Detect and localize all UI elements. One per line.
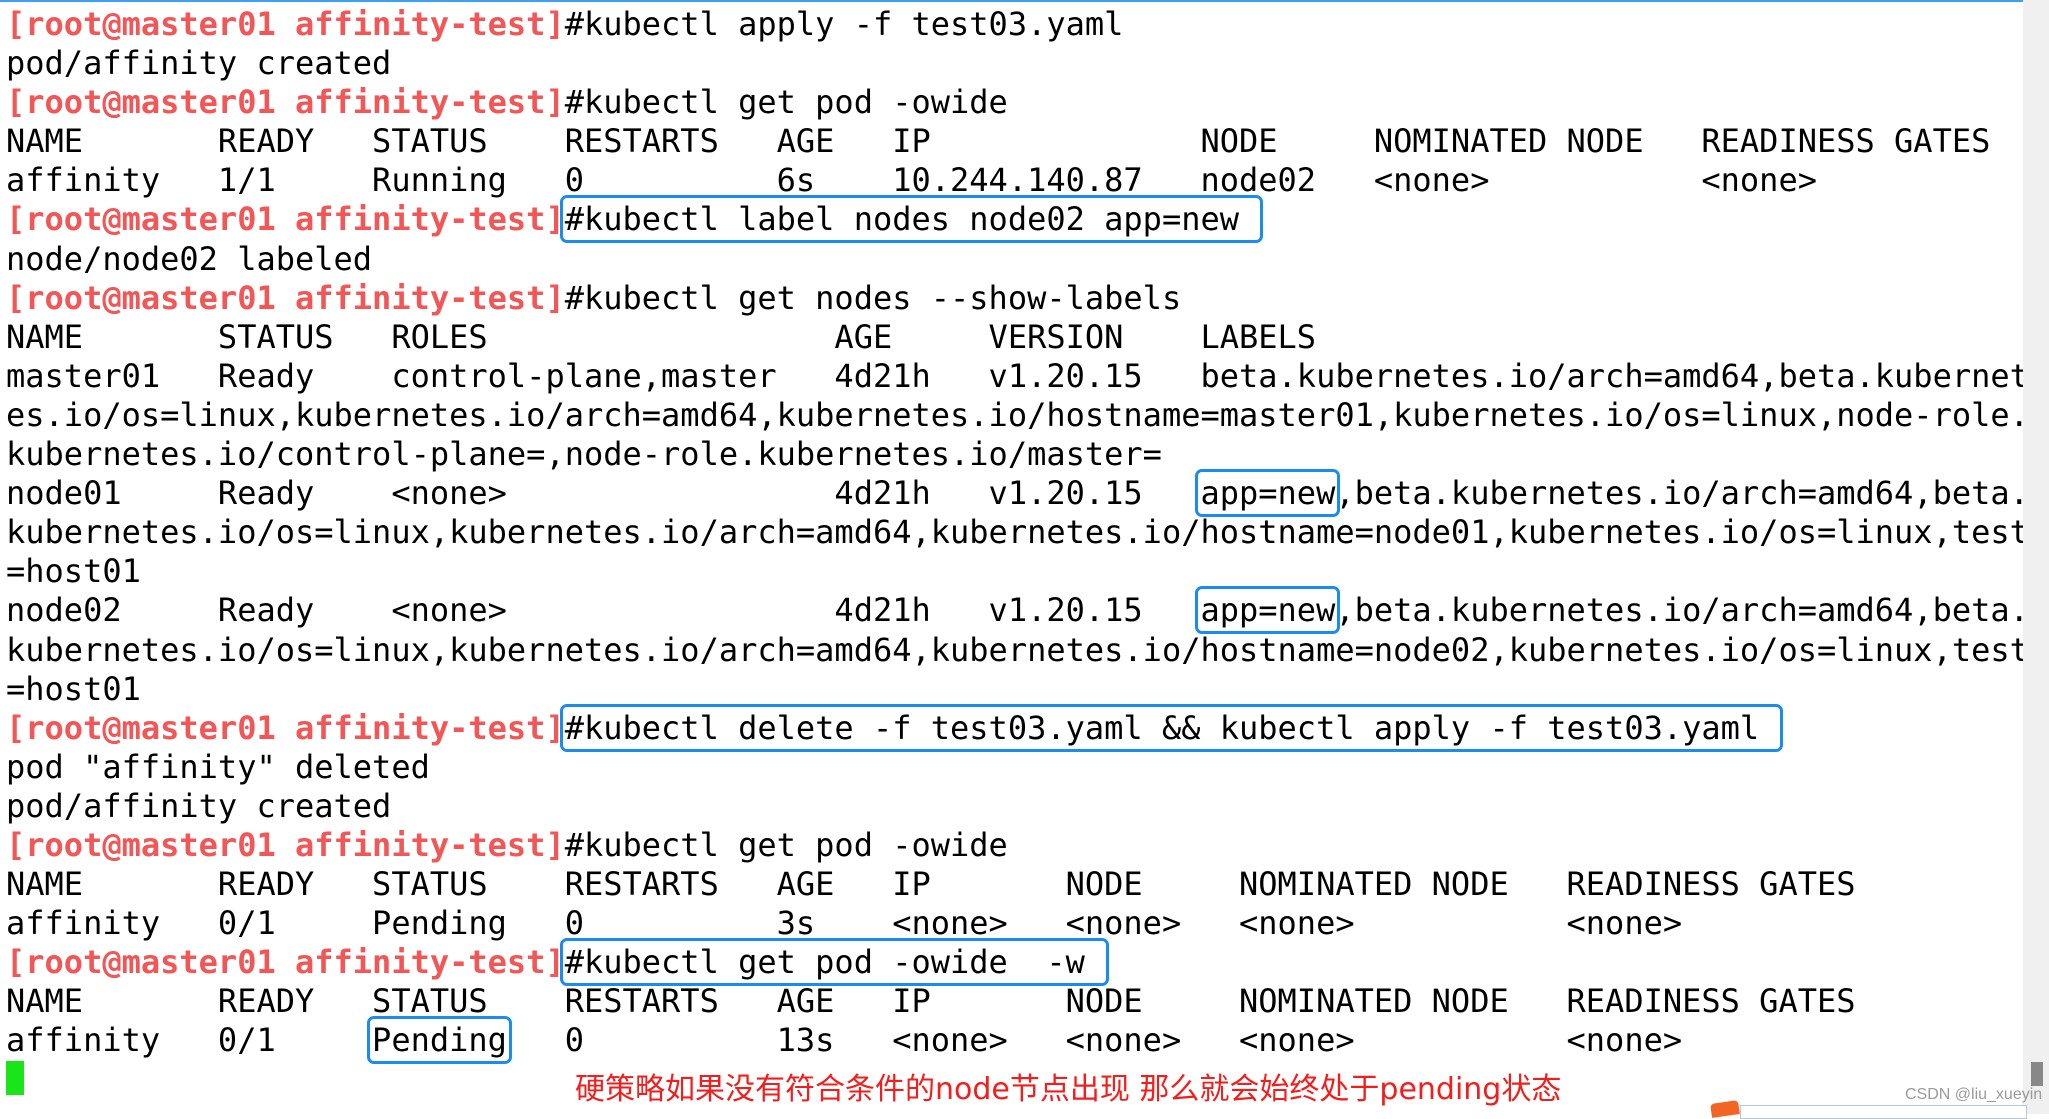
annotation-text: 硬策略如果没有符合条件的node节点出现 那么就会始终处于pending状态 (575, 1072, 1562, 1107)
terminal-line: [root@master01 affinity-test]#kubectl la… (6, 195, 2029, 244)
output-text: node01 Ready <none> 4d21h v1.20.15 (6, 474, 1201, 513)
terminal-line: node02 Ready <none> 4d21h v1.20.15 app=n… (6, 586, 2029, 635)
scrollbar-thumb[interactable] (2031, 1062, 2043, 1086)
output-text: #kubectl get pod -owide (564, 83, 1008, 122)
scrollbar[interactable] (2023, 0, 2049, 1114)
output-text: node02 Ready <none> 4d21h v1.20.15 (6, 591, 1201, 630)
output-text: es.io/os=linux,kubernetes.io/arch=amd64,… (6, 395, 2029, 434)
terminal-line: kubernetes.io/os=linux,kubernetes.io/arc… (6, 513, 2029, 552)
shell-prompt: [root@master01 affinity-test] (6, 943, 565, 982)
output-text: ,beta.kubernetes.io/arch=amd64,beta. (1335, 591, 2029, 630)
terminal-line: node01 Ready <none> 4d21h v1.20.15 app=n… (6, 469, 2029, 518)
terminal-line: kubernetes.io/control-plane=,node-role.k… (6, 435, 2029, 474)
output-text: kubernetes.io/os=linux,kubernetes.io/arc… (6, 513, 2029, 552)
output-text: NAME STATUS ROLES AGE VERSION LABELS (6, 317, 1317, 356)
terminal-line: kubernetes.io/os=linux,kubernetes.io/arc… (6, 631, 2029, 670)
terminal-line: node/node02 labeled (6, 240, 2029, 279)
output-text: NAME READY STATUS RESTARTS AGE IP NODE N… (6, 865, 1856, 904)
shell-prompt: [root@master01 affinity-test] (6, 278, 565, 317)
terminal-line: [root@master01 affinity-test]#kubectl de… (6, 703, 2029, 752)
terminal-line: NAME READY STATUS RESTARTS AGE IP NODE N… (6, 122, 2029, 161)
highlighted-text: #kubectl delete -f test03.yaml && kubect… (559, 703, 1784, 752)
output-text: #kubectl apply -f test03.yaml (564, 5, 1124, 43)
output-text: node/node02 labeled (6, 239, 373, 278)
terminal-line: pod/affinity created (6, 787, 2029, 826)
output-text: kubernetes.io/control-plane=,node-role.k… (6, 435, 1162, 474)
output-text: ,beta.kubernetes.io/arch=amd64,beta. (1335, 474, 2029, 513)
shell-prompt: [root@master01 affinity-test] (6, 825, 565, 864)
output-text: pod/affinity created (6, 44, 392, 83)
terminal-line: es.io/os=linux,kubernetes.io/arch=amd64,… (6, 396, 2029, 435)
output-text: kubernetes.io/os=linux,kubernetes.io/arc… (6, 630, 2029, 669)
terminal-line: NAME STATUS ROLES AGE VERSION LABELS (6, 318, 2029, 357)
terminal-line: [root@master01 affinity-test]#kubectl ge… (6, 279, 2029, 318)
terminal-line: pod/affinity created (6, 44, 2029, 83)
terminal-line: affinity 0/1 Pending 0 13s <none> <none>… (6, 1016, 2029, 1065)
highlighted-text: Pending (367, 1016, 512, 1065)
output-text: NAME READY STATUS RESTARTS AGE IP NODE N… (6, 982, 1856, 1021)
output-text: NAME READY STATUS RESTARTS AGE IP NODE N… (6, 122, 1991, 161)
highlighted-text: #kubectl get pod -owide -w (559, 938, 1110, 987)
highlighted-text: app=new (1195, 469, 1341, 518)
output-text: 0 13s <none> <none> <none> <none> (506, 1021, 1683, 1060)
watermark: CSDN @liu_xueyin (1905, 1086, 2043, 1103)
output-text: =host01 (6, 669, 141, 708)
window-top-border (0, 0, 2025, 2)
output-text: affinity 1/1 Running 0 6s 10.244.140.87 … (6, 161, 1817, 200)
highlighted-text: app=new (1195, 586, 1341, 635)
terminal-line: affinity 0/1 Pending 0 3s <none> <none> … (6, 904, 2029, 943)
output-text: pod "affinity" deleted (6, 747, 430, 786)
output-text: affinity 0/1 (6, 1021, 373, 1060)
output-text: #kubectl get pod -owide (564, 825, 1008, 864)
terminal-cursor (6, 1061, 24, 1095)
terminal-line: =host01 (6, 670, 2029, 709)
terminal-line: affinity 1/1 Running 0 6s 10.244.140.87 … (6, 161, 2029, 200)
terminal-output[interactable]: [root@master01 affinity-test]#kubectl ap… (6, 5, 2029, 1065)
orange-icon (1710, 1100, 1740, 1118)
terminal-line: NAME READY STATUS RESTARTS AGE IP NODE N… (6, 865, 2029, 904)
terminal-line: [root@master01 affinity-test]#kubectl ge… (6, 938, 2029, 987)
output-text: #kubectl get nodes --show-labels (564, 278, 1182, 317)
terminal-line: [root@master01 affinity-test]#kubectl ge… (6, 826, 2029, 865)
terminal-line: [root@master01 affinity-test]#kubectl ap… (6, 5, 2029, 44)
terminal-line: =host01 (6, 552, 2029, 591)
output-text: master01 Ready control-plane,master 4d21… (6, 356, 2029, 395)
shell-prompt: [root@master01 affinity-test] (6, 200, 565, 239)
shell-prompt: [root@master01 affinity-test] (6, 5, 565, 43)
terminal-line: [root@master01 affinity-test]#kubectl ge… (6, 83, 2029, 122)
terminal-line: pod "affinity" deleted (6, 748, 2029, 787)
output-text: =host01 (6, 552, 141, 591)
shell-prompt: [root@master01 affinity-test] (6, 83, 565, 122)
terminal-line: master01 Ready control-plane,master 4d21… (6, 357, 2029, 396)
shell-prompt: [root@master01 affinity-test] (6, 708, 565, 747)
output-text: affinity 0/1 Pending 0 3s <none> <none> … (6, 904, 1683, 943)
terminal-line: NAME READY STATUS RESTARTS AGE IP NODE N… (6, 982, 2029, 1021)
highlighted-text: #kubectl label nodes node02 app=new (559, 195, 1264, 244)
output-text: pod/affinity created (6, 786, 392, 825)
partial-panel (1740, 1105, 2027, 1119)
